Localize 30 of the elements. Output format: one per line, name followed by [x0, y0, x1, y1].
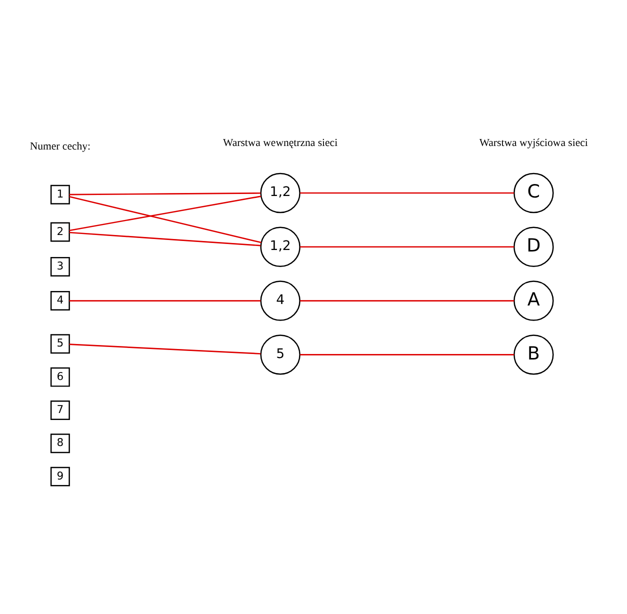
connector [69, 300, 261, 302]
connector [69, 196, 262, 232]
connector [69, 196, 262, 244]
connector [69, 192, 261, 196]
node-box: 3 [50, 257, 70, 277]
node-circle: 4 [260, 280, 300, 321]
node-box: 8 [50, 434, 70, 454]
node-circle: A [514, 280, 554, 321]
node-box: 5 [50, 334, 70, 354]
node-box: 9 [50, 466, 70, 486]
node-box: 7 [50, 400, 70, 420]
node-box: 2 [50, 222, 70, 242]
connector [300, 354, 514, 356]
label: Numer cechy: [30, 140, 91, 152]
connector [300, 246, 514, 248]
connector [300, 300, 514, 302]
node-box: 4 [50, 291, 70, 311]
connector [300, 192, 514, 194]
label: Warstwa wewnętrzna sieci [223, 137, 338, 150]
node-box: 1 [50, 184, 70, 204]
node-circle: 1,2 [260, 172, 300, 214]
node-circle: D [514, 226, 554, 267]
node-circle: B [514, 334, 554, 375]
label: Warstwa wyjściowa sieci [479, 137, 588, 150]
connector [69, 344, 261, 354]
node-circle: C [514, 172, 554, 214]
connector [69, 232, 261, 246]
node-circle: 5 [260, 334, 300, 375]
node-box: 6 [50, 367, 70, 387]
node-circle: 1,2 [260, 226, 300, 267]
